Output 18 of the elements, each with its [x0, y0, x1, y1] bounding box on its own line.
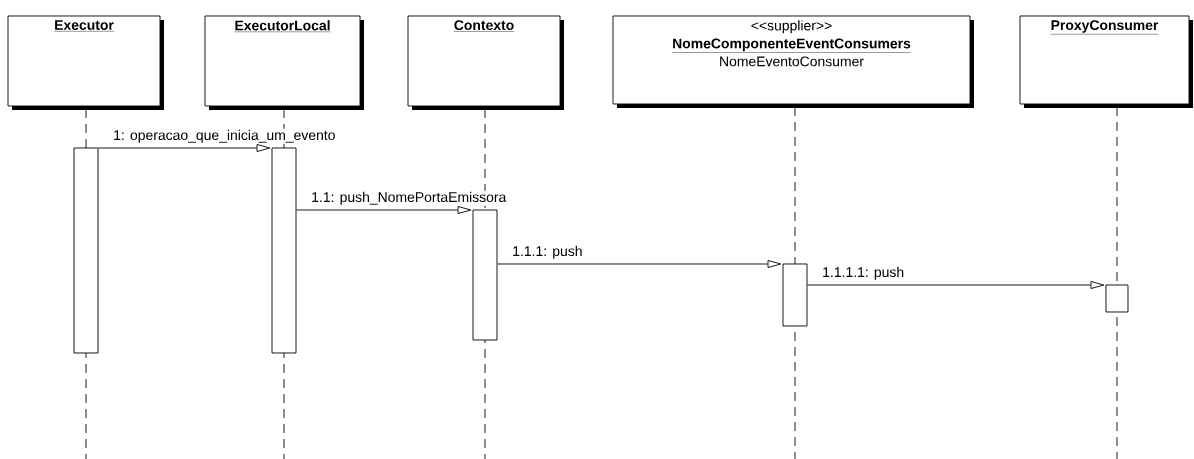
- activation-bar: [271, 147, 297, 354]
- message-label: 1: operacao_que_inicia_um_evento: [112, 128, 337, 144]
- message-arrow: [98, 144, 271, 152]
- lifeline-header: ExecutorLocal: [204, 15, 364, 110]
- activation-bar: [73, 147, 99, 354]
- lifeline-header: Contexto: [407, 15, 564, 110]
- lifeline-header: Executor: [7, 15, 164, 110]
- lifeline-header: ProxyConsumer: [1019, 15, 1193, 108]
- message-arrow: [807, 281, 1105, 289]
- activation-bar: [1105, 284, 1129, 313]
- lifeline-header: <<supplier>> NomeComponenteEventConsumers NomeEventoConsumer: [612, 15, 974, 108]
- message-label: 1.1.1.1: push: [821, 265, 906, 281]
- activation-bar: [782, 263, 808, 327]
- activation-bar: [472, 209, 498, 341]
- message-arrow: [296, 206, 472, 214]
- message-label: 1.1.1: push: [511, 244, 584, 260]
- message-label: 1.1: push_NomePortaEmissora: [310, 190, 508, 206]
- message-arrow: [497, 260, 782, 268]
